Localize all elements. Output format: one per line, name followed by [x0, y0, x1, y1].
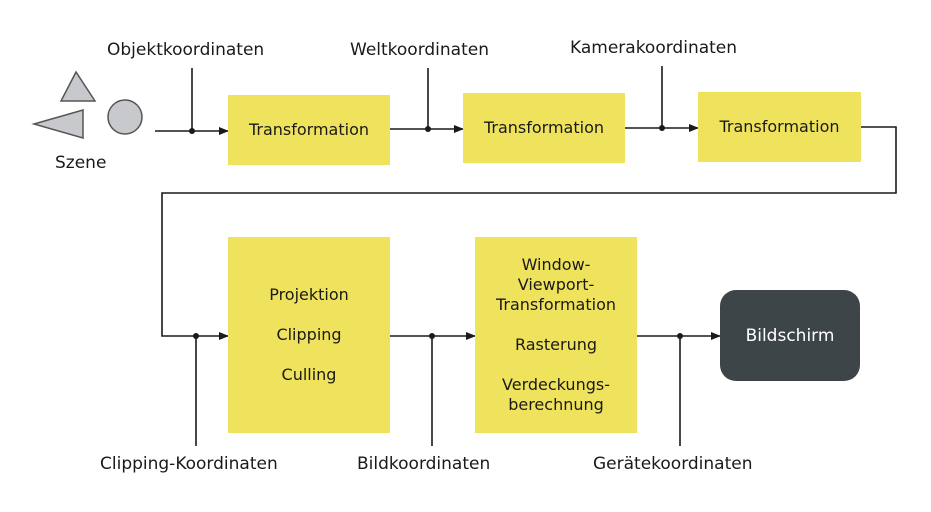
box-bildschirm-text: Bildschirm: [745, 325, 835, 346]
junction-clipping: [193, 333, 199, 339]
box-bildschirm: Bildschirm: [720, 290, 860, 381]
label-clipping-koordinaten: Clipping-Koordinaten: [100, 454, 278, 474]
label-bildkoordinaten: Bildkoordinaten: [357, 454, 491, 474]
box-wv-line3: Transformation: [495, 295, 617, 314]
box-clipping-text: Clipping: [276, 325, 342, 344]
box-culling-text: Culling: [281, 365, 337, 384]
junction-welt: [425, 126, 431, 132]
box-projektion-text: Projektion: [269, 285, 349, 304]
box-verd-line2: berechnung: [508, 395, 604, 414]
box-transformation-kamera-clipping: Transformation: [698, 92, 861, 162]
box-projektion-clipping-culling: Projektion Clipping Culling: [228, 237, 390, 433]
edge-t3-wrap-to-projektion: [161, 126, 897, 340]
label-weltkoordinaten: Weltkoordinaten: [350, 40, 489, 60]
scene-triangle-left-icon: [31, 109, 84, 139]
box-t2-text: Transformation: [483, 118, 605, 137]
label-geraetekoordinaten: Gerätekoordinaten: [593, 454, 753, 474]
junction-objekt: [189, 128, 195, 134]
label-szene: Szene: [55, 153, 107, 173]
junction-kamera: [659, 125, 665, 131]
scene-triangle-upright-icon: [59, 70, 97, 102]
box-transformation-welt-kamera: Transformation: [463, 93, 625, 163]
scene-circle-icon: [107, 99, 143, 135]
label-objektkoordinaten: Objektkoordinaten: [107, 40, 265, 60]
junction-geraete: [677, 333, 683, 339]
box-t3-text: Transformation: [719, 117, 840, 136]
box-wv-line1: Window-: [521, 255, 591, 274]
box-wv-line2: Viewport-: [517, 275, 595, 294]
label-kamerakoordinaten: Kamerakoordinaten: [570, 38, 738, 58]
box-window-viewport-rasterung-verdeckung: Window- Viewport- Transformation Rasteru…: [475, 237, 637, 433]
box-rasterung-text: Rasterung: [514, 335, 598, 354]
junction-bild: [429, 333, 435, 339]
box-transformation-objekt-welt: Transformation: [228, 95, 390, 165]
box-verd-line1: Verdeckungs-: [502, 375, 610, 394]
box-t1-text: Transformation: [248, 120, 370, 139]
